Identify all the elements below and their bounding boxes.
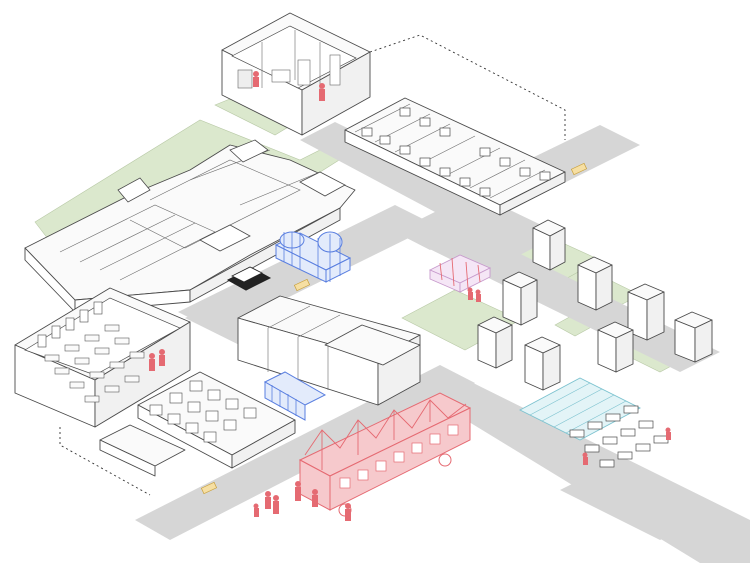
- townhouse-block: [344, 97, 566, 216]
- road-lower-left: [135, 365, 475, 540]
- taxi-near-townhouses: [570, 162, 588, 176]
- road-bottom-right: [560, 470, 700, 540]
- museum-complex: [24, 139, 356, 313]
- greenhouse-market: [519, 377, 641, 441]
- tower-7: [524, 336, 561, 391]
- tower-4: [627, 283, 665, 341]
- parking-lot: [569, 405, 671, 468]
- taxi-near-museum: [293, 278, 311, 292]
- pink-bus-classroom: [298, 392, 472, 517]
- blue-arch-greenhouse: [263, 371, 327, 421]
- tower-6: [597, 321, 634, 373]
- white-office-block: [237, 295, 421, 406]
- tower-2: [577, 256, 613, 311]
- classroom-cutaway-inset: [14, 287, 191, 496]
- taxi-near-rowhouses: [200, 481, 218, 495]
- blue-glass-pavilion: [274, 231, 352, 283]
- tower-5: [477, 316, 513, 369]
- tower-1: [532, 219, 566, 271]
- rowhouse-cluster: [99, 371, 296, 477]
- lilac-pavilion: [428, 254, 492, 302]
- tower-3: [502, 271, 538, 326]
- apartment-cutaway-inset: [221, 12, 566, 140]
- tower-block-park: [477, 219, 713, 391]
- tower-8: [674, 311, 713, 363]
- museum-entrance-stairs: [226, 266, 272, 291]
- pedestrians: [253, 481, 351, 521]
